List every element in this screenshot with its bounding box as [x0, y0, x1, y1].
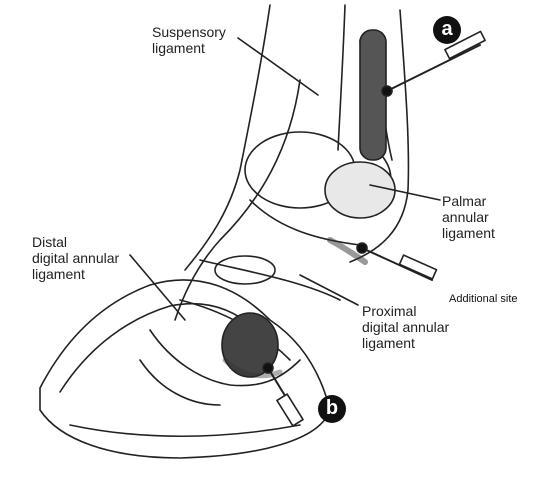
- label-additional-site: Additional site: [449, 293, 518, 305]
- label-distal-digital-annular-ligament: Distal digital annular ligament: [32, 234, 120, 282]
- needle-a: [381, 30, 486, 97]
- label-suspensory-ligament: Suspensory ligament: [152, 24, 226, 56]
- heel-bulb: [149, 329, 301, 387]
- leader-proximal: [299, 274, 359, 306]
- leader-distal: [129, 254, 186, 321]
- ligament-band: [249, 199, 361, 246]
- leg-back-line: [349, 9, 410, 263]
- needle-b: [262, 362, 304, 427]
- tendon-cylinder: [359, 29, 387, 161]
- leg-front-line: [184, 4, 271, 271]
- suspensory-branch: [174, 79, 301, 321]
- ligament-band-2: [199, 259, 341, 301]
- needle-additional: [356, 242, 438, 281]
- leader-suspensory: [237, 37, 319, 96]
- pastern-joint: [214, 255, 276, 285]
- hoof-sole-line: [69, 424, 301, 438]
- marker-b: b: [318, 395, 346, 423]
- heel-bulb-2: [139, 359, 221, 406]
- hoof-outline: [39, 279, 331, 459]
- label-proximal-digital-annular-ligament: Proximal digital annular ligament: [362, 303, 450, 351]
- leader-palmar: [369, 184, 441, 201]
- sesamoid: [324, 161, 396, 219]
- shade-1: [327, 237, 368, 265]
- leg-mid-line: [337, 4, 346, 151]
- navicular-area: [221, 312, 279, 378]
- label-palmar-annular-ligament: Palmar annular ligament: [442, 193, 495, 241]
- marker-a: a: [433, 16, 461, 44]
- shade-2: [222, 357, 283, 379]
